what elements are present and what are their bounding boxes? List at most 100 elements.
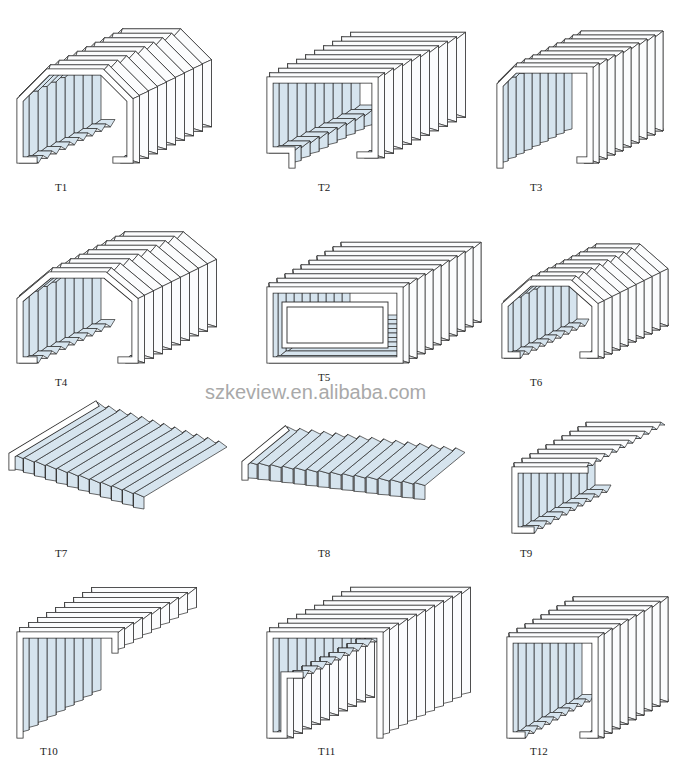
type-label-box: T10 — [40, 741, 58, 759]
pleat-front-face — [169, 598, 179, 621]
pleat-front-face — [402, 59, 412, 144]
type-label-box: T4 — [55, 372, 67, 390]
front-flange-outline — [12, 405, 95, 467]
bellows-cover — [270, 32, 466, 165]
pleat-front-face — [393, 64, 403, 149]
front-flange-outline — [20, 275, 135, 360]
type-label: T11 — [318, 745, 335, 757]
front-flange-outline — [270, 290, 400, 360]
pleat-front-face — [443, 596, 453, 703]
pleat-front-face — [398, 619, 408, 726]
pleat-front-face — [456, 32, 466, 117]
pleat-front-face — [452, 592, 462, 699]
bellows-cover — [20, 588, 197, 736]
bellows-cover — [20, 29, 212, 163]
pleat-front-face — [139, 91, 149, 158]
pleat-front-face — [202, 60, 212, 127]
pleat-front-face — [175, 73, 185, 140]
pleat-back-face — [47, 282, 57, 349]
front-flange — [20, 275, 135, 360]
pleat-front-face — [133, 618, 143, 641]
front-flange-outline — [270, 635, 380, 735]
pleat-front-face — [407, 614, 417, 721]
bellows-cover — [514, 422, 665, 533]
pleat-back-face — [65, 273, 75, 340]
bellows-cover — [270, 587, 471, 738]
bellows-cover — [499, 31, 663, 165]
front-flange-outline — [20, 635, 115, 735]
type-label-box: T6 — [530, 372, 542, 390]
pleat-front-face — [124, 623, 134, 646]
pleat-front-face — [151, 608, 161, 631]
front-flange-outline — [500, 70, 590, 165]
pleat-front-face — [148, 87, 158, 154]
bellows-cover — [20, 232, 217, 363]
pleat-front-face — [171, 277, 181, 344]
pleat-front-face — [420, 50, 430, 135]
pleat-front-face — [187, 588, 197, 611]
pleat-front-face — [157, 82, 167, 149]
pleat-front-face — [425, 605, 435, 712]
bellows-cover — [504, 244, 668, 358]
type-label: T4 — [55, 376, 67, 388]
pleat-front-face — [429, 46, 439, 131]
pleat-front-face — [384, 68, 394, 153]
front-flange — [500, 70, 590, 165]
pleat-back-face — [38, 87, 48, 154]
front-frame-inner — [282, 302, 388, 348]
front-flange — [20, 635, 115, 735]
pleat-front-face — [293, 671, 303, 734]
front-flange — [515, 470, 585, 530]
pleat-back-face — [56, 78, 66, 145]
type-label: T12 — [530, 745, 548, 757]
watermark-box: szkeview.en.alibaba.com — [205, 381, 426, 404]
pleat-back-face — [74, 268, 84, 335]
front-flange — [270, 290, 400, 360]
type-label: T8 — [318, 547, 330, 559]
type-label-box: T2 — [318, 177, 330, 195]
front-flange-outline — [270, 80, 375, 165]
type-label: T9 — [520, 547, 532, 559]
pleat-front-face — [461, 587, 471, 694]
pleat-front-face — [142, 613, 152, 636]
bellows-cover — [245, 427, 465, 500]
front-flange — [270, 635, 380, 735]
pleat-back-face — [47, 82, 57, 149]
pleat-front-face — [434, 601, 444, 708]
front-flange-outline — [20, 72, 130, 160]
front-flange — [245, 430, 285, 477]
pleat-back-face — [56, 277, 66, 344]
pleat-back-face — [24, 406, 118, 462]
front-flange — [510, 640, 595, 735]
bellows-cover — [509, 597, 668, 738]
pleat-back-face — [65, 73, 75, 140]
type-label-box: T9 — [520, 543, 532, 561]
type-label-box: T11 — [318, 741, 335, 759]
front-flange-outline — [515, 470, 585, 530]
pleat-front-face — [438, 41, 448, 126]
pleat-front-face — [193, 64, 203, 131]
pleat-back-face — [29, 91, 39, 158]
pleat-front-face — [144, 291, 154, 358]
type-label-box: T7 — [55, 543, 67, 561]
pleat-back-face — [38, 286, 48, 353]
front-flange — [505, 283, 595, 355]
front-flange-outline — [505, 283, 595, 355]
pleat-front-face — [198, 264, 208, 331]
pleat-front-face — [166, 78, 176, 145]
watermark: szkeview.en.alibaba.com — [205, 381, 426, 403]
type-label-box: T3 — [530, 177, 542, 195]
type-label: T1 — [55, 181, 67, 193]
pleat-front-face — [160, 603, 170, 626]
pleat-front-face — [162, 282, 172, 349]
pleat-front-face — [180, 273, 190, 340]
front-flange — [270, 80, 375, 165]
pleat-front-face — [416, 610, 426, 717]
pleat-back-face — [74, 69, 84, 136]
pleat-front-face — [184, 69, 194, 136]
pleat-back-face — [29, 291, 39, 358]
type-label: T3 — [530, 181, 542, 193]
type-label: T7 — [55, 547, 67, 559]
pleat-front-face — [153, 286, 163, 353]
pleat-front-face — [178, 593, 188, 616]
